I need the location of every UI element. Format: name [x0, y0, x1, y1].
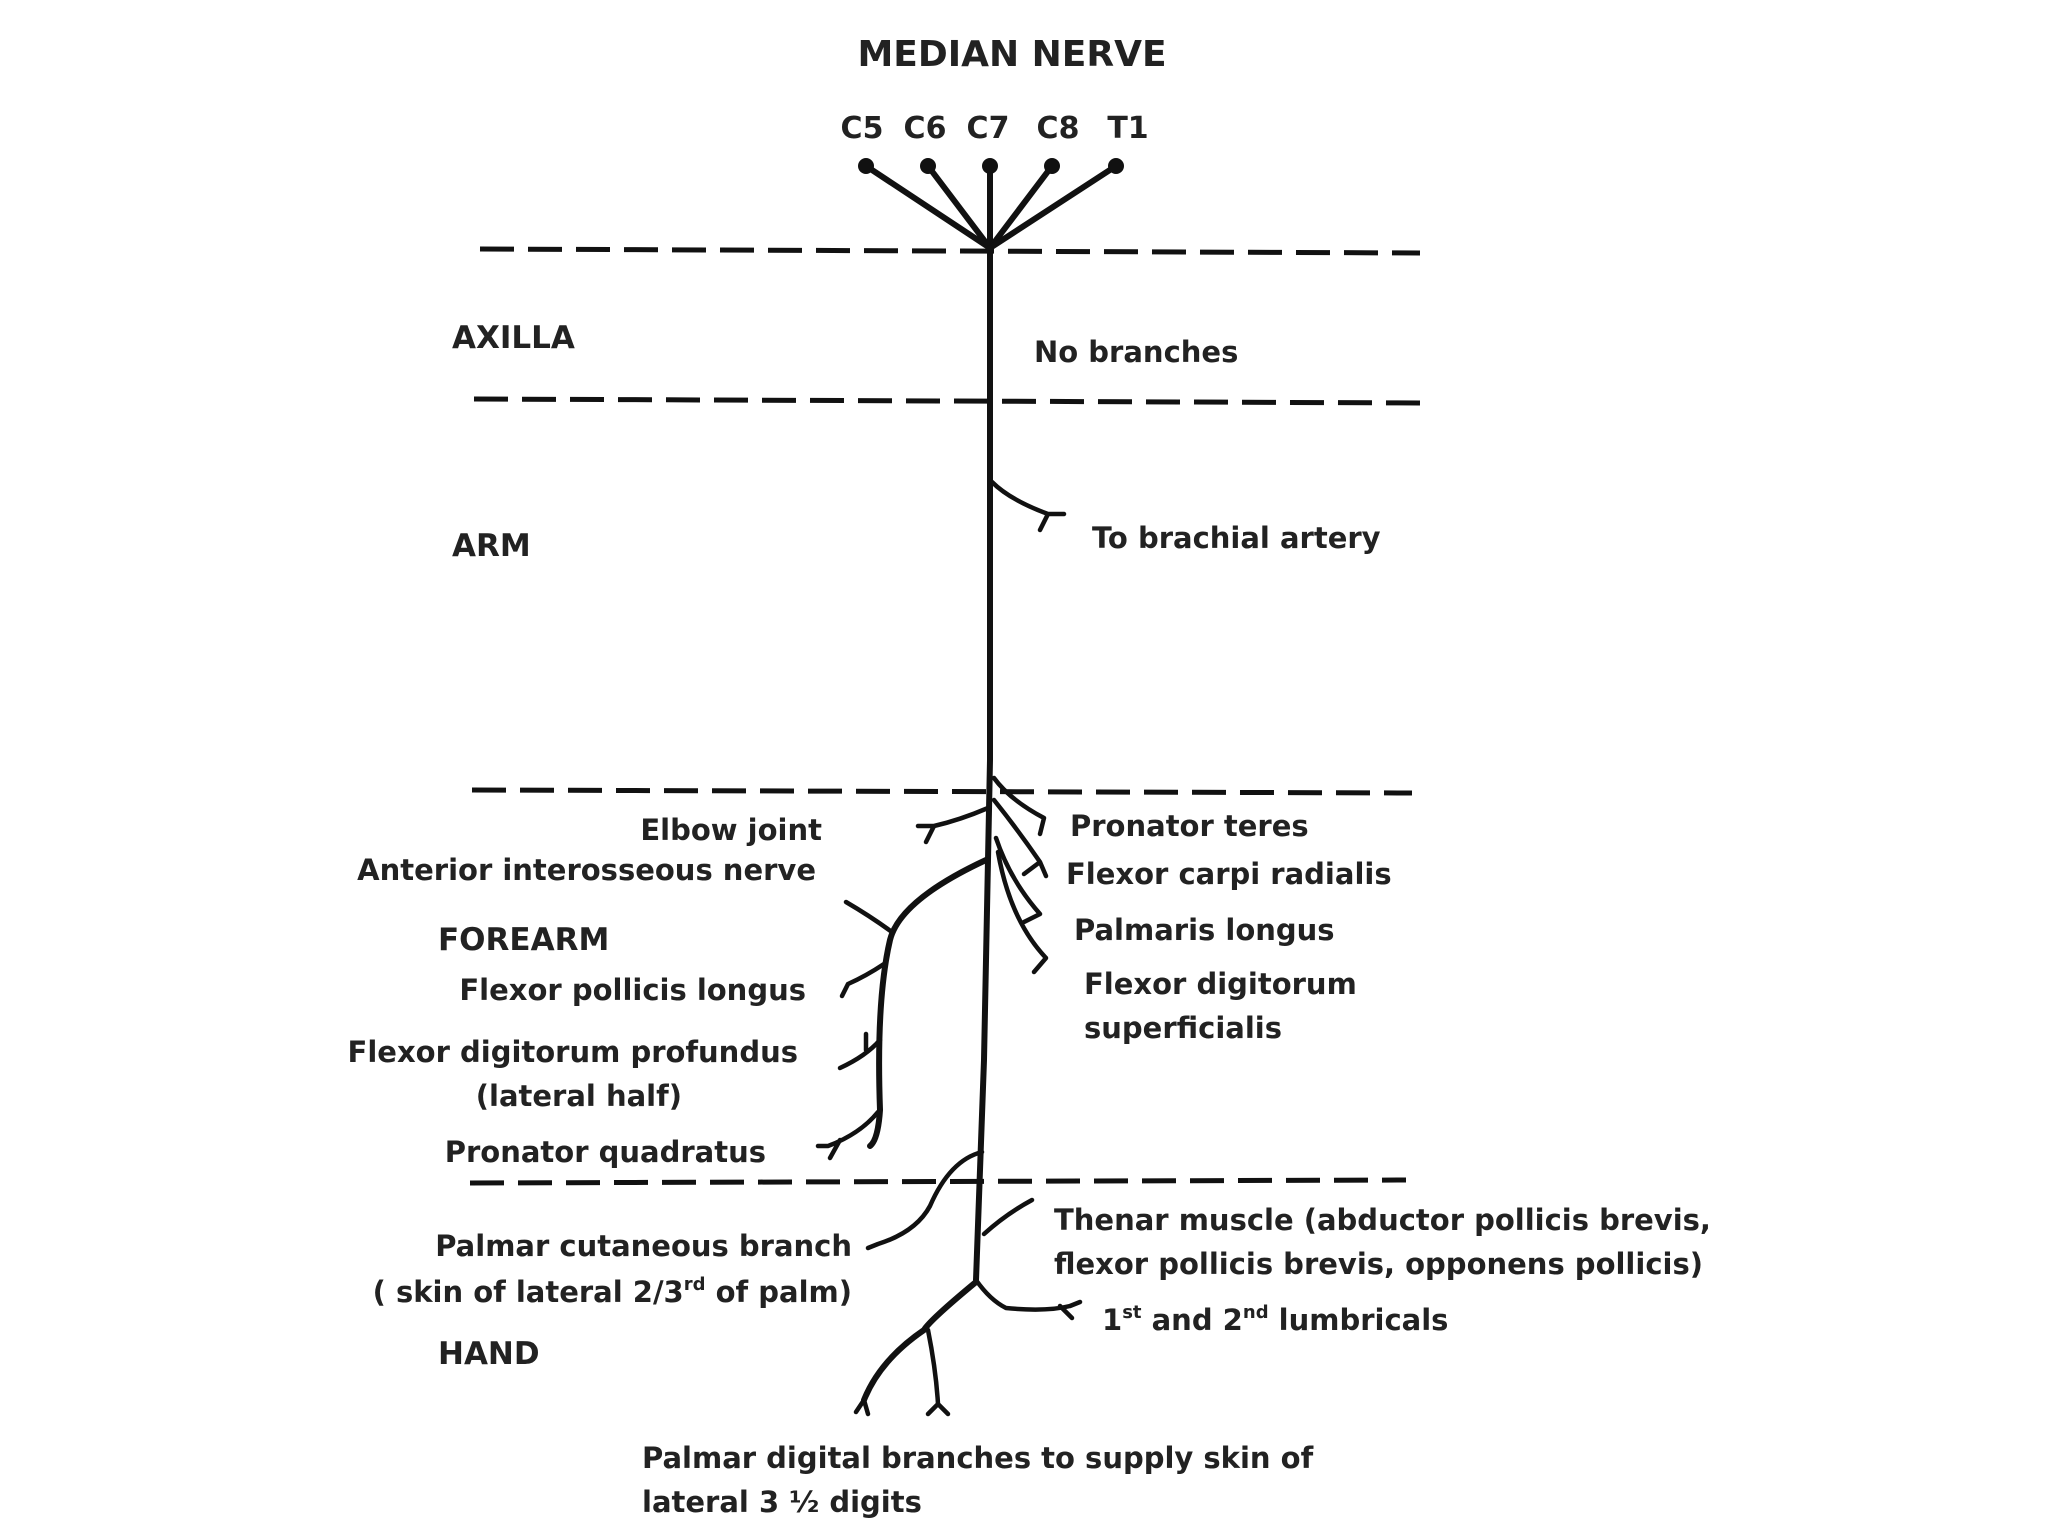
label-lumbricals: 1st and 2nd lumbricals	[1102, 1302, 1448, 1337]
label-fpl: Flexor pollicis longus	[459, 973, 806, 1007]
label-fdp-line2: (lateral half)	[476, 1079, 682, 1113]
label-brachial-artery: To brachial artery	[1092, 521, 1381, 555]
label-digital-line2: lateral 3 ½ digits	[642, 1485, 922, 1519]
region-label-axilla: AXILLA	[452, 320, 575, 356]
label-fdp-line1: Flexor digitorum profundus	[348, 1035, 798, 1069]
nerve-roots	[858, 158, 1124, 251]
root-label-c7: C7	[967, 111, 1010, 146]
anterior-interosseous-nerve	[815, 857, 989, 1161]
label-flexor-carpi-radialis: Flexor carpi radialis	[1066, 857, 1392, 891]
brachial-artery-branch	[989, 479, 1067, 533]
region-label-hand: HAND	[438, 1336, 540, 1372]
label-palmar-cutaneous-line1: Palmar cutaneous branch	[435, 1229, 852, 1263]
label-pronator-teres: Pronator teres	[1070, 809, 1309, 843]
label-anterior-interosseous: Anterior interosseous nerve	[357, 853, 816, 887]
label-palmaris-longus: Palmaris longus	[1074, 913, 1335, 947]
label-thenar-line2: flexor pollicis brevis, opponens pollici…	[1054, 1247, 1703, 1281]
label-palmar-cutaneous-line2: ( skin of lateral 2/3rd of palm)	[373, 1274, 852, 1309]
label-fds-line2: superficialis	[1084, 1011, 1282, 1045]
root-label-c5: C5	[841, 111, 884, 146]
label-no-branches: No branches	[1034, 335, 1238, 369]
label-fds-line1: Flexor digitorum	[1084, 967, 1357, 1001]
median-nerve-trunk	[973, 245, 993, 1283]
region-label-forearm: FOREARM	[438, 922, 609, 958]
label-thenar-line1: Thenar muscle (abductor pollicis brevis,	[1054, 1203, 1711, 1237]
label-digital-line1: Palmar digital branches to supply skin o…	[642, 1441, 1314, 1475]
region-boundaries	[469, 246, 1423, 1186]
hand-branches	[853, 1149, 1083, 1417]
region-label-arm: ARM	[452, 528, 531, 564]
root-label-c8: C8	[1037, 111, 1080, 146]
root-label-c6: C6	[904, 111, 947, 146]
root-labels: C5 C6 C7 C8 T1	[841, 111, 1149, 146]
elbow-branches	[915, 775, 1049, 975]
diagram-title: MEDIAN NERVE	[857, 34, 1166, 75]
label-elbow-joint: Elbow joint	[640, 813, 822, 847]
label-pronator-quadratus: Pronator quadratus	[445, 1135, 766, 1169]
root-label-t1: T1	[1107, 111, 1148, 146]
